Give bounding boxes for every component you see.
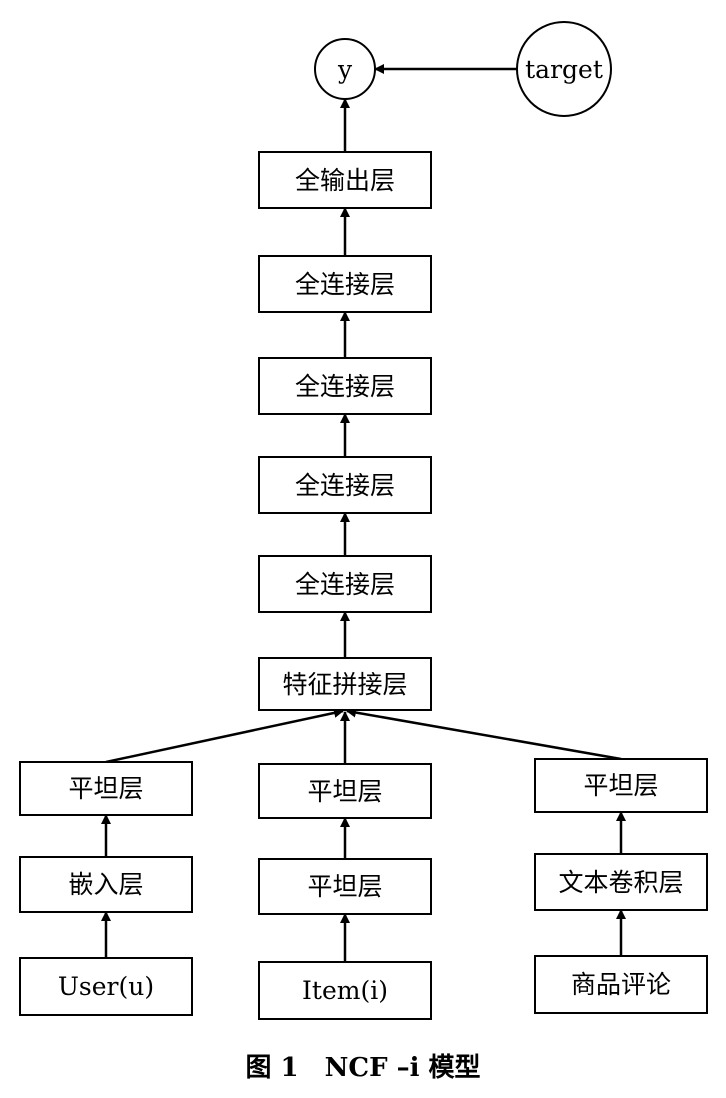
node-fc-layer-4: 全连接层 [258, 255, 432, 313]
node-embed-user-label: 嵌入层 [68, 870, 143, 899]
node-input-user-label: User(u) [58, 972, 154, 1001]
node-flatten-user-label: 平坦层 [68, 774, 143, 803]
node-fc-layer-4-label: 全连接层 [295, 270, 395, 299]
node-conv-review: 文本卷积层 [534, 853, 708, 911]
node-fc-layer-1-label: 全连接层 [295, 570, 395, 599]
figure-caption: 图 1 NCF –i 模型 [245, 1053, 481, 1083]
node-flatten-review: 平坦层 [534, 758, 708, 813]
node-input-review: 商品评论 [534, 955, 708, 1014]
node-flatten-item-bottom: 平坦层 [258, 858, 432, 915]
node-concat-layer: 特征拼接层 [258, 657, 432, 711]
node-target-label: target [525, 55, 603, 84]
node-flatten-item-top: 平坦层 [258, 763, 432, 819]
node-fc-layer-2-label: 全连接层 [295, 471, 395, 500]
edge-flatten-user-to-concat [105, 708, 344, 764]
node-concat-layer-label: 特征拼接层 [282, 670, 407, 699]
node-flatten-review-label: 平坦层 [583, 771, 658, 800]
node-input-review-label: 商品评论 [571, 970, 671, 999]
node-conv-review-label: 文本卷积层 [558, 868, 683, 897]
node-input-item: Item(i) [258, 961, 432, 1020]
node-fc-layer-3-label: 全连接层 [295, 372, 395, 401]
node-y: y [314, 38, 376, 100]
node-target: target [516, 21, 612, 117]
node-fc-layer-2: 全连接层 [258, 456, 432, 514]
node-fc-layer-1: 全连接层 [258, 555, 432, 613]
node-output-layer: 全输出层 [258, 151, 432, 209]
node-fc-layer-3: 全连接层 [258, 357, 432, 415]
node-output-layer-label: 全输出层 [295, 166, 395, 195]
node-embed-user: 嵌入层 [19, 856, 193, 913]
node-flatten-user: 平坦层 [19, 761, 193, 816]
edge-flatten-review-to-concat [346, 707, 622, 761]
node-flatten-item-top-label: 平坦层 [307, 777, 382, 806]
node-flatten-item-bottom-label: 平坦层 [307, 872, 382, 901]
node-input-item-label: Item(i) [302, 976, 388, 1005]
node-input-user: User(u) [19, 957, 193, 1016]
node-y-label: y [337, 55, 353, 84]
